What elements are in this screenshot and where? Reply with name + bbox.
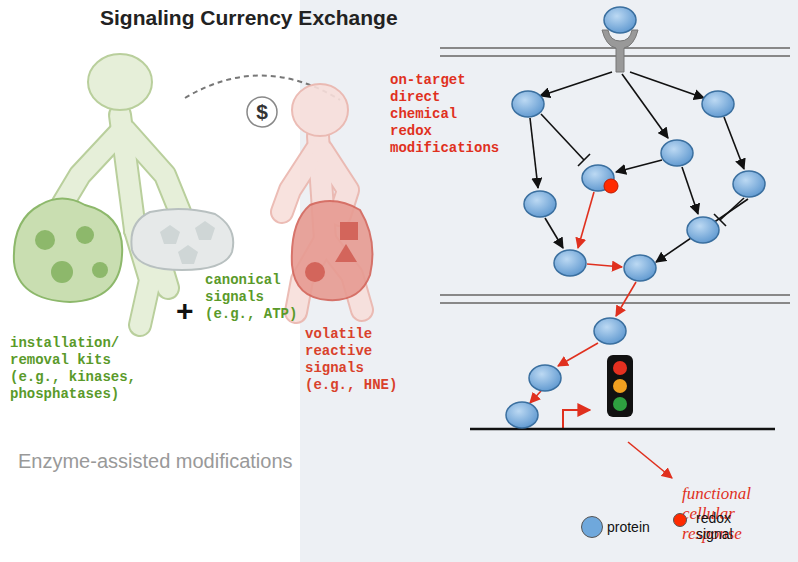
atp-bag <box>131 209 233 270</box>
kinase-bag <box>14 199 122 303</box>
canonical-signal-label: canonical signals (e.g., ATP) <box>205 272 305 323</box>
pathway-arrows <box>530 72 748 478</box>
traffic-light <box>607 355 633 417</box>
reactive-bag <box>292 201 373 300</box>
legend-swatch <box>581 516 603 538</box>
legend-text: protein <box>607 519 677 535</box>
reactive-signal-label: volatile reactive signals (e.g., HNE) <box>305 326 405 394</box>
legend-swatch <box>673 513 687 527</box>
dna-line <box>470 428 775 431</box>
membrane <box>440 48 790 303</box>
enzyme-kit-label: installation/ removal kits (e.g., kinase… <box>10 335 150 403</box>
redox-dot <box>604 179 618 193</box>
panel <box>300 0 798 562</box>
receptor <box>602 30 638 72</box>
redox-modification-label: on-target direct chemical redox modifica… <box>390 72 505 157</box>
plus-sign: + <box>176 296 194 326</box>
caption-label: Enzyme-assisted modifications <box>18 450 293 473</box>
title: Signaling Currency Exchange <box>100 6 398 30</box>
dollar-coin <box>247 97 277 127</box>
legend-text: redox signal <box>696 510 748 542</box>
currency-symbol: $ <box>247 98 277 126</box>
proteins <box>506 7 765 428</box>
